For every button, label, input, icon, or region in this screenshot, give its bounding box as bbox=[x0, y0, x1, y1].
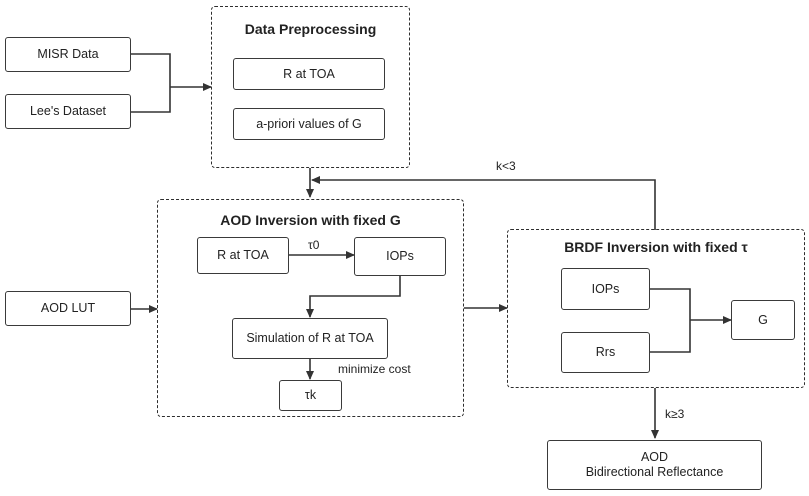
lees-dataset-label: Lee's Dataset bbox=[29, 104, 107, 118]
aod-lut-label: AOD LUT bbox=[40, 301, 96, 315]
aod-iops-label: IOPs bbox=[386, 249, 414, 263]
tau-k-box: τk bbox=[279, 380, 342, 411]
rrs-box: Rrs bbox=[561, 332, 650, 373]
aod-r-at-toa-box: R at TOA bbox=[197, 237, 289, 274]
data-preprocessing-title: Data Preprocessing bbox=[244, 21, 377, 37]
misr-data-box: MISR Data bbox=[5, 37, 131, 72]
aod-inversion-title: AOD Inversion with fixed G bbox=[220, 212, 401, 228]
output-reflectance-label: Bidirectional Reflectance bbox=[585, 465, 724, 479]
tau-k-label: τk bbox=[304, 388, 317, 402]
iops-to-simulation-arrow bbox=[306, 276, 401, 318]
brdf-inversion-group bbox=[507, 229, 805, 388]
g-box: G bbox=[731, 300, 795, 340]
aod-iops-box: IOPs bbox=[354, 237, 446, 276]
aod-r-at-toa-label: R at TOA bbox=[217, 248, 269, 262]
lees-dataset-box: Lee's Dataset bbox=[5, 94, 131, 129]
preprocessing-r-at-toa-box: R at TOA bbox=[233, 58, 385, 90]
apriori-g-label: a-priori values of G bbox=[256, 116, 362, 131]
aod-lut-box: AOD LUT bbox=[5, 291, 131, 326]
g-label: G bbox=[758, 312, 768, 327]
brdf-iops-box: IOPs bbox=[561, 268, 650, 310]
simulation-label: Simulation of R at TOA bbox=[246, 331, 374, 345]
output-box: AOD Bidirectional Reflectance bbox=[547, 440, 762, 490]
output-aod-label: AOD bbox=[640, 450, 669, 464]
minimize-cost-label: minimize cost bbox=[338, 362, 411, 376]
tau0-label: τ0 bbox=[308, 238, 320, 252]
loop-back-connector bbox=[311, 176, 656, 230]
rrs-connector bbox=[650, 320, 691, 353]
brdf-iops-label: IOPs bbox=[591, 281, 620, 296]
preprocessing-r-at-toa-label: R at TOA bbox=[283, 66, 335, 81]
brdf-iops-connector bbox=[650, 288, 691, 320]
simulation-box: Simulation of R at TOA bbox=[232, 318, 388, 359]
misr-connector bbox=[131, 53, 171, 87]
k-less-than-3-label: k<3 bbox=[496, 159, 516, 173]
aod-inversion-group bbox=[157, 199, 464, 417]
k-geq-3-label: k≥3 bbox=[665, 407, 685, 421]
lee-connector bbox=[131, 87, 171, 113]
rrs-label: Rrs bbox=[595, 345, 616, 359]
brdf-inversion-title: BRDF Inversion with fixed τ bbox=[564, 239, 748, 255]
data-preprocessing-group bbox=[211, 6, 410, 168]
misr-data-label: MISR Data bbox=[37, 47, 99, 61]
apriori-g-box: a-priori values of G bbox=[233, 108, 385, 140]
